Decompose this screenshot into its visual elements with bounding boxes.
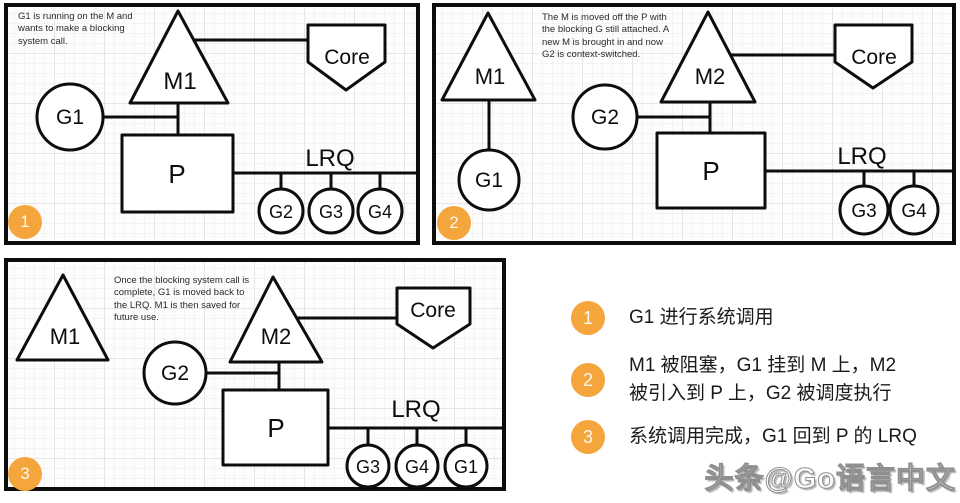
m1-label: M1 [475, 64, 506, 89]
g2-circle [571, 83, 639, 151]
m2-triangle [659, 10, 757, 104]
m1-triangle [15, 273, 110, 362]
m2-label: M2 [695, 64, 726, 89]
m1-label: M1 [163, 68, 196, 95]
m2-label: M2 [261, 324, 292, 349]
legend-text-2: M1 被阻塞，G1 挂到 M 上，M2 被引入到 P 上，G2 被调度执行 [629, 352, 896, 408]
step-badge-2: 2 [437, 206, 471, 240]
p-rect [655, 131, 767, 210]
watermark: 头条@Go语言中文网 [704, 463, 956, 496]
panel3-caption: Once the blocking system call is complet… [114, 275, 250, 324]
panel-step-1: M1 Core G1 P LRQ G2 G3 G4 G1 is running … [4, 3, 420, 245]
panel1-caption: G1 is running on the M and wants to make… [18, 11, 133, 47]
legend-text-2-line-1: M1 被阻塞，G1 挂到 M 上，M2 [629, 355, 897, 376]
lrq-g2-circle [257, 187, 305, 235]
lrq-label: LRQ [391, 396, 440, 423]
lrq-g4-circle [356, 187, 404, 235]
queue-g4-label: G4 [901, 201, 927, 222]
p-label: P [702, 156, 719, 186]
legend-item-1: 1 G1 进行系统调用 [571, 301, 774, 335]
lrq-label: LRQ [837, 143, 886, 170]
g1-label: G1 [56, 106, 84, 129]
core-label: Core [410, 299, 456, 322]
lrq-g4-circle [888, 184, 940, 236]
panel2-caption: The M is moved off the P with the blocki… [542, 12, 669, 61]
legend-text-2-line-2: 被引入到 P 上，G2 被调度执行 [629, 383, 892, 404]
lrq-g3-circle [345, 443, 391, 489]
panel3-diagram: M1 M2 Core G2 P LRQ G3 G4 G1 [4, 258, 506, 491]
legend-badge-2: 2 [571, 363, 605, 397]
step-badge-3: 3 [8, 457, 42, 491]
m1-label: M1 [50, 324, 81, 349]
p-label: P [267, 413, 284, 443]
step-badge-1: 1 [8, 205, 42, 239]
g1-circle [35, 82, 105, 152]
lrq-label: LRQ [305, 145, 354, 172]
queue-g3-label: G3 [319, 202, 343, 222]
lrq-g3-circle [838, 184, 890, 236]
queue-g4-label: G4 [368, 202, 392, 222]
queue-g3-label: G3 [851, 201, 876, 222]
core-label: Core [851, 46, 897, 69]
legend-badge-1: 1 [571, 301, 605, 335]
m2-triangle [228, 275, 324, 364]
m1-triangle [128, 9, 230, 105]
lrq-g4-circle [394, 443, 440, 489]
queue-g3-label: G3 [356, 457, 380, 477]
queue-g1-label: G1 [454, 457, 478, 477]
g2-label: G2 [161, 362, 189, 385]
panel-border [4, 258, 506, 491]
panel-step-2: M1 M2 Core G1 G2 P LRQ G3 G4 The M is mo… [432, 3, 956, 245]
g1-circle [457, 148, 521, 212]
panel-border [432, 3, 956, 245]
core-pentagon [833, 23, 914, 90]
lrq-g3-circle [307, 187, 355, 235]
legend-item-2: 2 M1 被阻塞，G1 挂到 M 上，M2 被引入到 P 上，G2 被调度执行 [571, 352, 896, 408]
panel1-diagram: M1 Core G1 P LRQ G2 G3 G4 [4, 3, 420, 245]
legend-item-3: 3 系统调用完成，G1 回到 P 的 LRQ [571, 420, 917, 454]
m1-triangle [440, 11, 537, 102]
core-pentagon [306, 23, 387, 92]
lrq-g1-circle [443, 443, 489, 489]
legend-text-1: G1 进行系统调用 [629, 304, 774, 332]
g2-circle [142, 340, 208, 406]
legend-text-1-line-1: G1 进行系统调用 [629, 307, 774, 328]
panel2-diagram: M1 M2 Core G1 G2 P LRQ G3 G4 [432, 3, 956, 245]
legend-text-3: 系统调用完成，G1 回到 P 的 LRQ [629, 423, 917, 451]
panel-step-3: M1 M2 Core G2 P LRQ G3 G4 G1 Once the bl… [4, 258, 506, 491]
g2-label: G2 [591, 106, 619, 129]
legend-text-3-line-1: 系统调用完成，G1 回到 P 的 LRQ [629, 426, 917, 447]
legend-badge-3: 3 [571, 420, 605, 454]
p-rect [120, 133, 235, 214]
core-label: Core [324, 46, 370, 69]
queue-g2-label: G2 [269, 202, 293, 222]
g1-label: G1 [475, 169, 503, 192]
p-rect [221, 388, 330, 467]
p-label: P [168, 159, 185, 189]
panel-border [4, 3, 420, 245]
core-pentagon [395, 286, 472, 350]
queue-g4-label: G4 [405, 457, 429, 477]
